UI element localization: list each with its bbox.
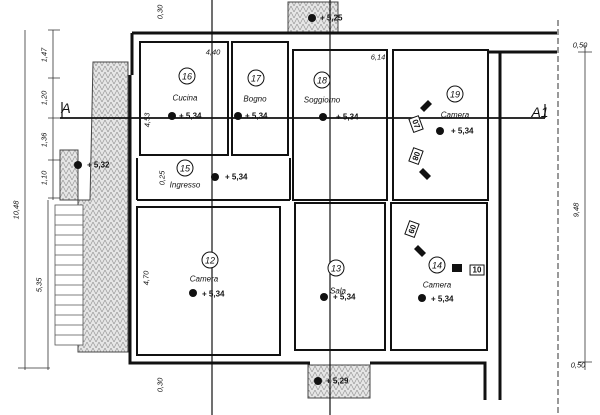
room-name: Camera [189, 274, 219, 284]
dimension-lines [18, 29, 592, 370]
room-level: + 5,34 [336, 112, 359, 122]
dimension-bedroom-depth: 4,70 [141, 270, 151, 286]
room-number: 15 [176, 159, 194, 177]
room-number: 12 [201, 251, 219, 269]
dimension-segment: 1,36 [39, 132, 49, 148]
dimension-entrance-gap: 0,25 [157, 170, 167, 186]
room-name: Cucina [172, 93, 198, 103]
dimension-top-offset: 0,30 [155, 4, 165, 20]
section-end-label: A1 [531, 104, 549, 120]
dimension-kitchen-depth: 4,53 [142, 112, 152, 128]
axis-lines [60, 0, 546, 415]
room-number: 14 [428, 256, 446, 274]
room-number: 18 [313, 71, 331, 89]
terrace [59, 61, 129, 353]
room-name: Camera [440, 110, 470, 120]
dimension-segment: 1,10 [39, 170, 49, 186]
room-number: 17 [247, 69, 265, 87]
dimension-right-total: 9,48 [571, 202, 581, 218]
room-level: + 5,34 [431, 294, 454, 304]
room-name: Camera [422, 280, 452, 290]
room-level: + 5,34 [245, 111, 268, 121]
room-name: Soggiorno [303, 95, 341, 105]
room-level: + 5,34 [179, 111, 202, 121]
room-number: 13 [327, 259, 345, 277]
room-name: Bogno [243, 94, 267, 104]
section-start-label: A [61, 100, 71, 116]
room-level: + 5,34 [451, 126, 474, 136]
room-level: + 5,34 [225, 172, 248, 182]
dimension-segment: 1,20 [39, 90, 49, 106]
dimension-segment: 1,47 [39, 47, 49, 63]
top-balcony-level: + 5,25 [320, 13, 343, 23]
photo-tag: 10 [469, 264, 485, 276]
dimension-total-left: 10,48 [11, 200, 21, 220]
bottom-balcony-level: + 5,29 [326, 376, 349, 386]
photo-camera-icons [414, 100, 462, 272]
dimension-living-width: 6,14 [370, 52, 386, 62]
room-level: + 5,34 [333, 292, 356, 302]
stairs [54, 204, 84, 346]
room-level: + 5,34 [202, 289, 225, 299]
level-markers [74, 14, 444, 385]
walls [128, 31, 557, 400]
dimension-right-bottom: 0,50 [570, 360, 586, 370]
dimension-lower-left: 5,35 [34, 277, 44, 293]
terrace-level: + 5,32 [87, 160, 110, 170]
dimension-kitchen-width: 4,40 [205, 47, 221, 57]
room-number: 16 [178, 67, 196, 85]
room-name: Sala [329, 286, 347, 296]
dimension-bottom-offset: 0,30 [155, 377, 165, 393]
room-number: 19 [446, 85, 464, 103]
room-name: Ingresso [169, 180, 201, 190]
dimension-right-top: 0,50 [572, 40, 588, 50]
